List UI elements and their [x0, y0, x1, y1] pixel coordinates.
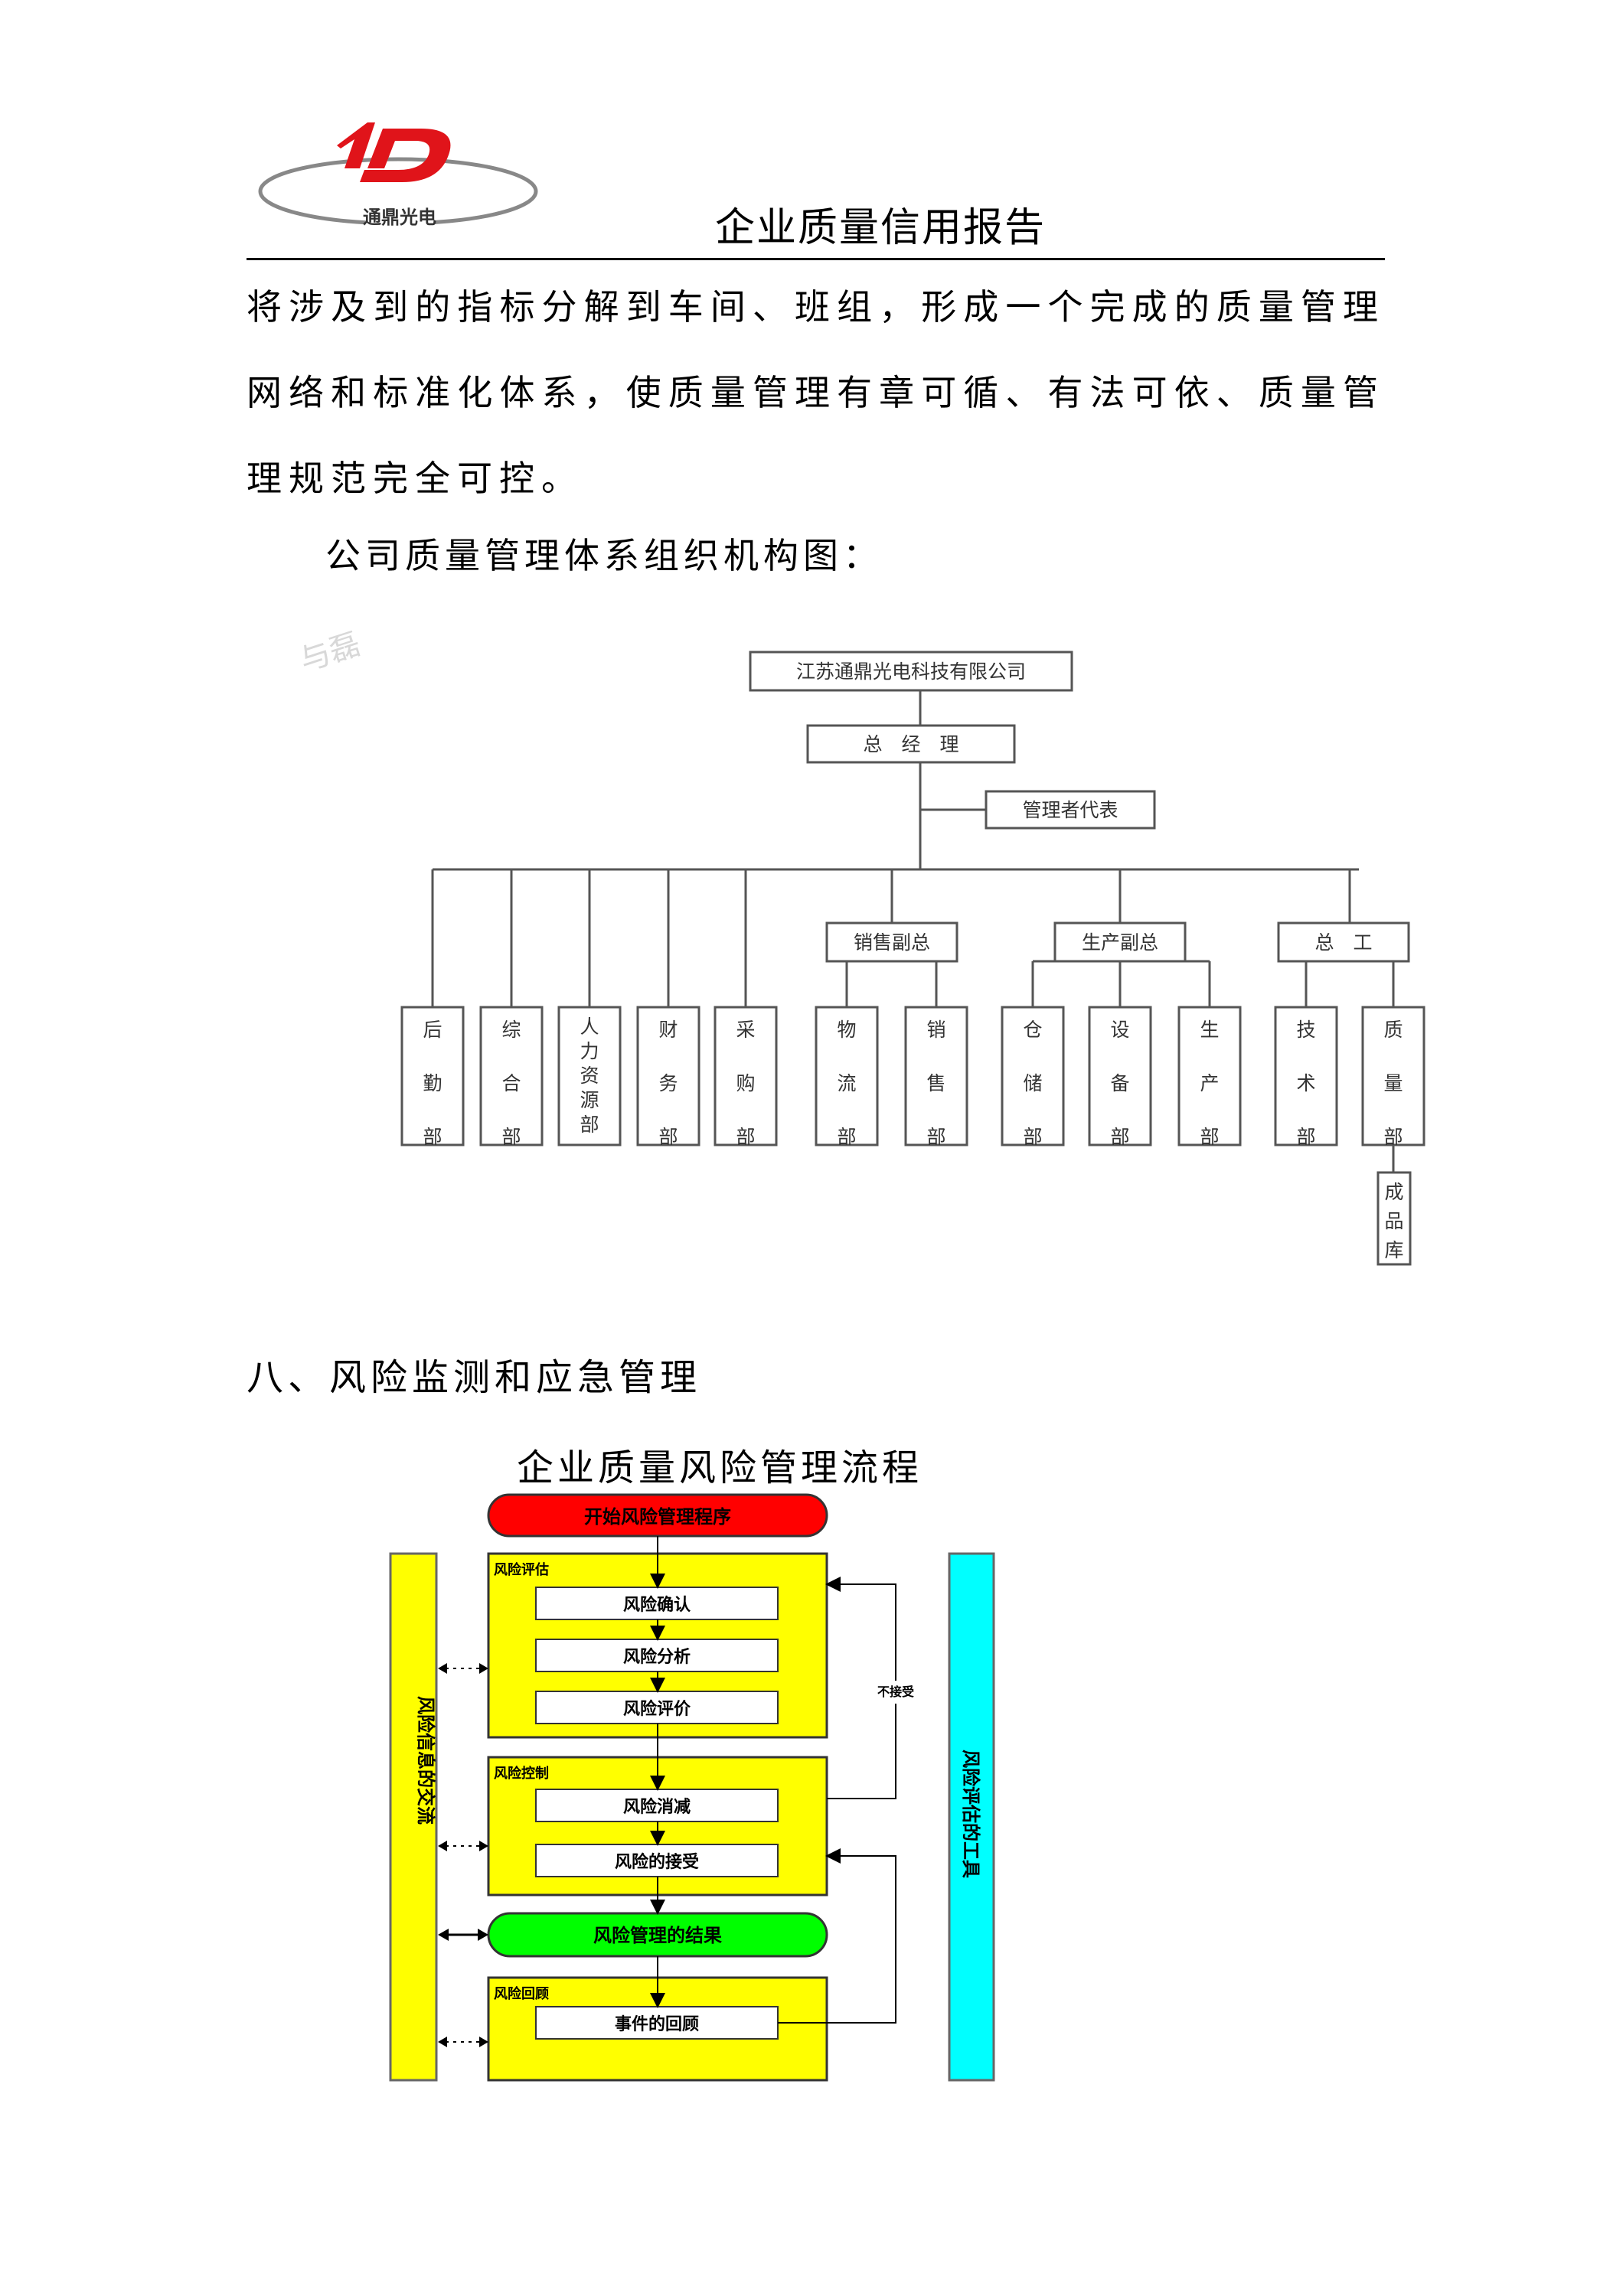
org-dept-box: 后勤部	[400, 1006, 465, 1148]
svg-text:成品库: 成品库	[1384, 1181, 1403, 1261]
org-dept-label: 物流部	[837, 1019, 856, 1148]
result-node: 风险管理的结果	[487, 1912, 828, 1958]
svg-text:总 经 理: 总 经 理	[863, 733, 958, 755]
svg-text:总 工: 总 工	[1314, 931, 1372, 954]
org-dept-box: 生产部	[1177, 1006, 1242, 1148]
step-risk-evaluation: 风险评价	[535, 1691, 779, 1724]
svg-text:风险确认: 风险确认	[623, 1595, 691, 1615]
org-dept-boxes: 后勤部 综合部 人力资源部 财务部 采购部 物流部 销售部 仓储部 设备部 生产部 技术部 质量部	[400, 1006, 1425, 1148]
org-dept-box: 仓储部	[1001, 1006, 1065, 1148]
org-box-vice-production: 生产副总	[1053, 921, 1187, 963]
svg-text:风险评估的工具: 风险评估的工具	[960, 1750, 981, 1878]
org-dept-label: 采购部	[736, 1019, 755, 1148]
svg-text:风险的接受: 风险的接受	[615, 1852, 699, 1872]
org-chart: 江苏通鼎光电科技有限公司 总 经 理 管理者代表 销售副总 生产副总 总 工 后…	[400, 651, 1425, 1266]
logo-text: 通鼎光电	[363, 207, 436, 228]
org-dept-box: 采购部	[714, 1006, 778, 1148]
org-dept-label: 销售部	[926, 1019, 945, 1148]
report-title: 企业质量信用报告	[714, 205, 1046, 251]
org-dept-label: 后勤部	[423, 1019, 442, 1148]
step-risk-analysis: 风险分析	[535, 1639, 779, 1672]
org-dept-box: 物流部	[815, 1006, 879, 1148]
svg-text:风险回顾: 风险回顾	[494, 1985, 549, 2002]
step-risk-acceptance: 风险的接受	[535, 1844, 779, 1877]
svg-text:事件的回顾: 事件的回顾	[615, 2014, 699, 2034]
logo-graphic: 通鼎光电	[258, 122, 538, 230]
svg-text:风险评估: 风险评估	[494, 1561, 549, 1578]
svg-text:江苏通鼎光电科技有限公司: 江苏通鼎光电科技有限公司	[796, 660, 1026, 683]
org-dept-label: 财务部	[658, 1019, 678, 1148]
section-heading: 八、风险监测和应急管理	[247, 1356, 702, 1399]
step-event-review: 事件的回顾	[535, 2006, 779, 2040]
org-dept-label: 生产部	[1200, 1019, 1219, 1148]
svg-text:管理者代表: 管理者代表	[1022, 799, 1118, 821]
org-dept-label: 质量部	[1383, 1019, 1403, 1148]
org-dept-box: 财务部	[636, 1006, 700, 1148]
org-dept-box: 设备部	[1088, 1006, 1152, 1148]
svg-text:风险信息的交流: 风险信息的交流	[415, 1696, 436, 1825]
org-chart-caption: 公司质量管理体系组织机构图：	[325, 535, 883, 576]
org-dept-box: 销售部	[904, 1006, 968, 1148]
org-dept-label: 仓储部	[1023, 1019, 1042, 1148]
org-box-chief-engineer: 总 工	[1277, 921, 1410, 963]
org-dept-label: 设备部	[1110, 1019, 1129, 1148]
svg-text:风险管理的结果: 风险管理的结果	[593, 1925, 722, 1946]
body-paragraph: 将涉及到的指标分解到车间、班组，形成一个完成的质量管理网络和标准化体系，使质量管…	[247, 286, 1385, 499]
org-dept-box: 综合部	[479, 1006, 544, 1148]
step-risk-confirm: 风险确认	[535, 1587, 779, 1620]
svg-text:生产副总: 生产副总	[1082, 931, 1158, 954]
company-logo: 通鼎光电	[253, 115, 544, 245]
svg-text:不接受: 不接受	[877, 1684, 914, 1699]
feedback-loop-review	[778, 1848, 896, 2024]
risk-communication-bar: 风险信息的交流	[389, 1552, 438, 2082]
org-dept-box: 质量部	[1361, 1006, 1425, 1148]
org-box-company: 江苏通鼎光电科技有限公司	[749, 651, 1073, 692]
svg-text:销售副总: 销售副总	[854, 931, 930, 954]
risk-flowchart: 风险信息的交流 风险评估的工具 开始风险管理程序 风险评估 风险确认 风险分析 …	[389, 1493, 995, 2082]
org-box-general-manager: 总 经 理	[806, 724, 1016, 764]
flow-title: 企业质量风险管理流程	[517, 1446, 923, 1489]
org-box-sub-dept: 成品库	[1376, 1171, 1412, 1266]
risk-tools-bar: 风险评估的工具	[948, 1552, 995, 2082]
svg-text:风险评价: 风险评价	[623, 1699, 691, 1719]
start-node: 开始风险管理程序	[487, 1493, 828, 1538]
feedback-loop-reject: 不接受	[825, 1577, 919, 1799]
org-dept-box: 技术部	[1274, 1006, 1338, 1148]
org-dept-label: 技术部	[1296, 1019, 1315, 1148]
org-dept-label: 人力资源部	[580, 1016, 599, 1136]
org-box-vice-sales: 销售副总	[825, 921, 958, 963]
communication-arrows	[438, 1663, 488, 2047]
header-divider	[247, 258, 1385, 260]
svg-text:风险分析: 风险分析	[623, 1647, 691, 1667]
org-dept-label: 综合部	[501, 1019, 521, 1148]
step-risk-reduction: 风险消减	[535, 1789, 779, 1822]
svg-text:开始风险管理程序: 开始风险管理程序	[584, 1506, 731, 1528]
org-box-management-rep: 管理者代表	[985, 790, 1156, 830]
org-dept-box: 人力资源部	[557, 1006, 622, 1146]
svg-text:风险控制: 风险控制	[494, 1765, 549, 1782]
svg-text:风险消减: 风险消减	[623, 1797, 691, 1817]
org-connectors	[431, 690, 1395, 1172]
